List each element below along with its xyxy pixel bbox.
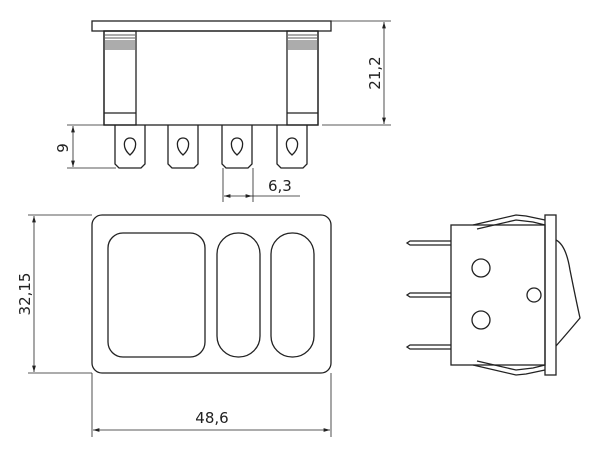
housing xyxy=(450,224,546,366)
terminals xyxy=(114,125,308,169)
window-large xyxy=(107,232,206,358)
dimension-label: 48,6 xyxy=(195,409,228,427)
top-view: 21,2 9 6,3 xyxy=(54,20,391,202)
rivet xyxy=(471,258,491,278)
pins xyxy=(405,240,451,350)
right-clip xyxy=(286,30,319,126)
top-latch xyxy=(472,214,546,230)
rocker xyxy=(555,239,581,347)
left-clip xyxy=(103,30,137,126)
bezel xyxy=(91,214,332,374)
dimension-label: 32,15 xyxy=(16,273,34,316)
side-flange xyxy=(544,214,557,376)
rivet xyxy=(471,310,491,330)
dimension-label: 21,2 xyxy=(366,56,384,89)
window-pill-1 xyxy=(216,232,261,358)
dimension-terminal-length: 9 xyxy=(54,124,116,169)
dimension-front-width: 48,6 xyxy=(91,373,332,437)
dimension-front-height: 32,15 xyxy=(16,214,92,374)
front-view: 32,15 48,6 xyxy=(16,214,332,437)
bottom-latch xyxy=(472,360,546,376)
flange xyxy=(91,20,332,32)
window-pill-2 xyxy=(270,232,315,358)
dimension-label: 9 xyxy=(54,143,72,153)
side-view xyxy=(405,214,581,376)
dimension-terminal-width: 6,3 xyxy=(222,168,300,202)
dimension-height-total: 21,2 xyxy=(322,20,391,126)
clip-striations xyxy=(105,34,317,50)
pivot xyxy=(526,287,542,303)
dimension-label: 6,3 xyxy=(268,177,292,195)
